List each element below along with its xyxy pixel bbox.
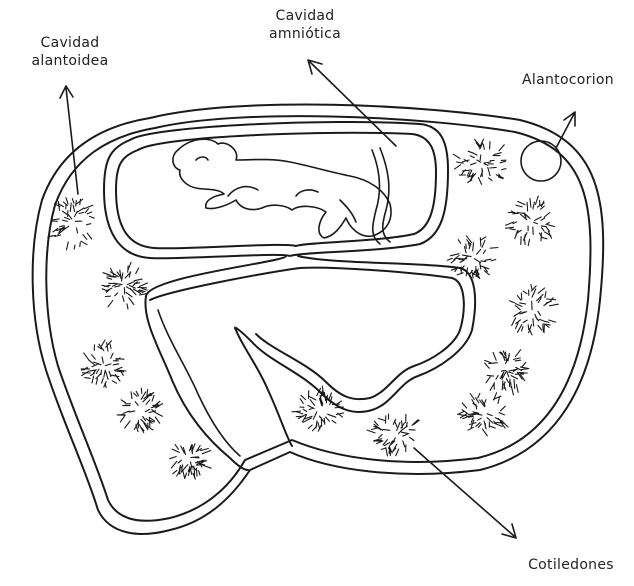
cotyledon-tuft-11	[81, 340, 126, 388]
cotyledon-tuft-2	[506, 196, 555, 246]
arrow-cotiledones	[414, 448, 516, 538]
label-cotiledones: Cotiledones	[512, 556, 630, 574]
cotyledon-tuft-5	[485, 350, 529, 395]
cotyledon-3	[447, 236, 498, 279]
cotyledon-5	[485, 350, 529, 395]
cotyledon-tuft-12	[117, 388, 163, 432]
label-cavidad-alantoidea-line1: Cavidad	[20, 34, 120, 52]
cotyledon-tuft-8	[292, 386, 344, 431]
cotyledon-tuft-7	[367, 414, 419, 456]
label-cavidad-alantoidea-line2: alantoidea	[20, 52, 120, 70]
label-cavidad-amniotica-line2: amniótica	[250, 25, 360, 43]
label-cavidad-alantoidea: Cavidad alantoidea	[20, 34, 120, 70]
cotyledon-tuft-1	[453, 139, 506, 184]
cotyledon-tuft-4	[510, 285, 559, 335]
allantois-inner-sac	[145, 256, 475, 470]
cotyledon-4	[510, 285, 559, 335]
cotyledon-tuft-3	[447, 236, 498, 279]
cotyledon-tuft-10	[102, 262, 147, 309]
cotyledon-11	[81, 340, 126, 388]
cotyledon-tuft-6	[458, 393, 508, 436]
label-alantocorion: Alantocorion	[508, 71, 628, 89]
cotyledon-tuft-13	[170, 444, 212, 479]
fetus-figure	[173, 139, 391, 238]
label-cavidad-amniotica-line1: Cavidad	[250, 7, 360, 25]
cotyledon-2	[506, 196, 555, 246]
cotyledon-7	[367, 414, 419, 456]
cotyledon-6	[458, 393, 508, 436]
amnion-membrane	[104, 122, 448, 258]
cotyledon-12	[117, 388, 163, 432]
label-cavidad-amniotica: Cavidad amniótica	[250, 7, 360, 43]
cotyledon-13	[170, 444, 212, 479]
cotyledon-10	[102, 262, 147, 309]
umbilical-cord	[372, 148, 390, 244]
cotyledon-8	[292, 386, 344, 431]
cotyledon-1	[453, 139, 506, 184]
